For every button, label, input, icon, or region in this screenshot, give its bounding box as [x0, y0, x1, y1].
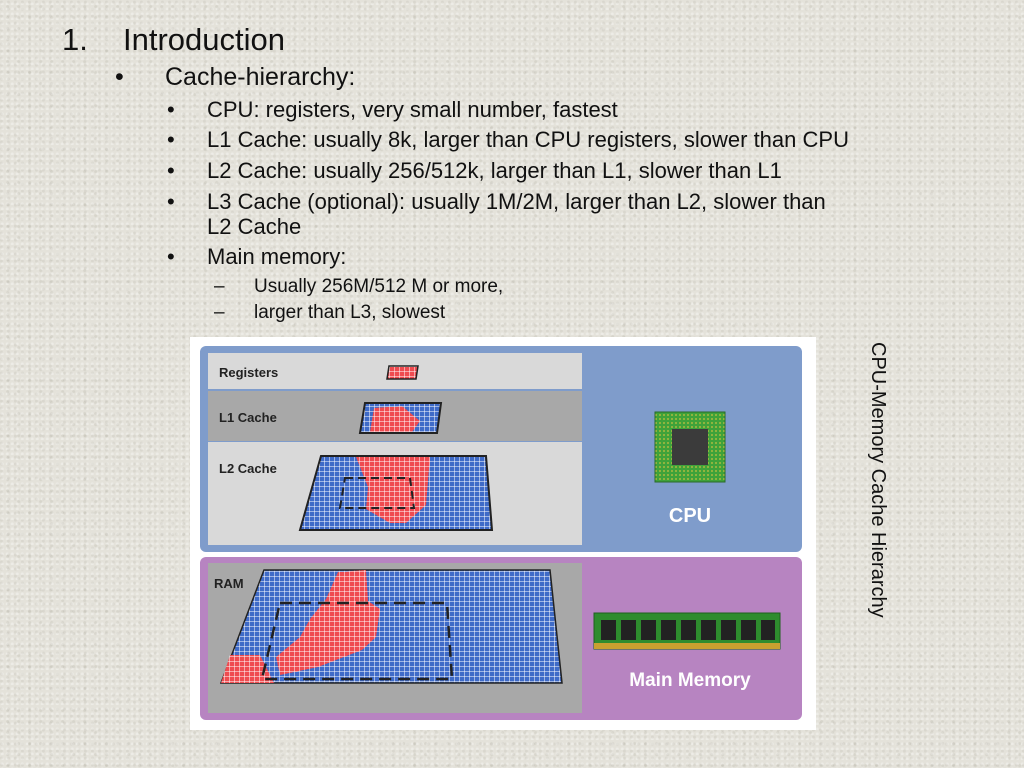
- bullet-icon: •: [167, 158, 175, 183]
- heading-text: Introduction: [123, 22, 285, 57]
- bullet-text: L3 Cache (optional): usually 1M/2M, larg…: [207, 189, 826, 214]
- sub-bullet-text: larger than L3, slowest: [254, 302, 446, 323]
- ram-hot-region: [276, 570, 380, 675]
- bullet-icon: •: [167, 244, 175, 269]
- registers-label: Registers: [219, 365, 278, 380]
- heading-number: 1.: [62, 22, 88, 57]
- bullet-icon: •: [167, 189, 175, 214]
- ram-hot-corner: [221, 655, 274, 683]
- l2-cache-label: L2 Cache: [219, 461, 277, 476]
- ram-block: [219, 569, 563, 684]
- l2-hot-region: [356, 457, 430, 523]
- bullet-text-continued: L2 Cache: [207, 214, 302, 239]
- cpu-label: CPU: [669, 505, 711, 527]
- l1-cache-label: L1 Cache: [219, 410, 277, 425]
- bullet-text: Cache-hierarchy:: [165, 63, 356, 91]
- bullet-icon: •: [167, 127, 175, 152]
- dash-icon: –: [214, 302, 225, 323]
- main-memory-label: Main Memory: [629, 670, 751, 691]
- l2-l1-outline: [338, 477, 416, 509]
- cpu-die: [672, 429, 708, 465]
- sub-bullet-text: Usually 256M/512 M or more,: [254, 276, 504, 297]
- bullet-text: L1 Cache: usually 8k, larger than CPU re…: [207, 127, 849, 152]
- bullet-text: L2 Cache: usually 256/512k, larger than …: [207, 158, 782, 183]
- ram-l2-outline: [260, 601, 454, 681]
- registers-block: [386, 365, 419, 380]
- bullet-text: Main memory:: [207, 244, 347, 269]
- cache-hierarchy-diagram: Registers L1 Cache L2 Cache CPU RAM Main…: [190, 337, 816, 730]
- dash-icon: –: [214, 276, 225, 297]
- ram-label: RAM: [214, 576, 244, 591]
- bullet-text: CPU: registers, very small number, faste…: [207, 97, 618, 122]
- l1-hot-region: [370, 406, 420, 432]
- bullet-icon: •: [115, 63, 124, 91]
- figure-caption: CPU-Memory Cache Hierarchy: [867, 342, 889, 618]
- bullet-icon: •: [167, 97, 175, 122]
